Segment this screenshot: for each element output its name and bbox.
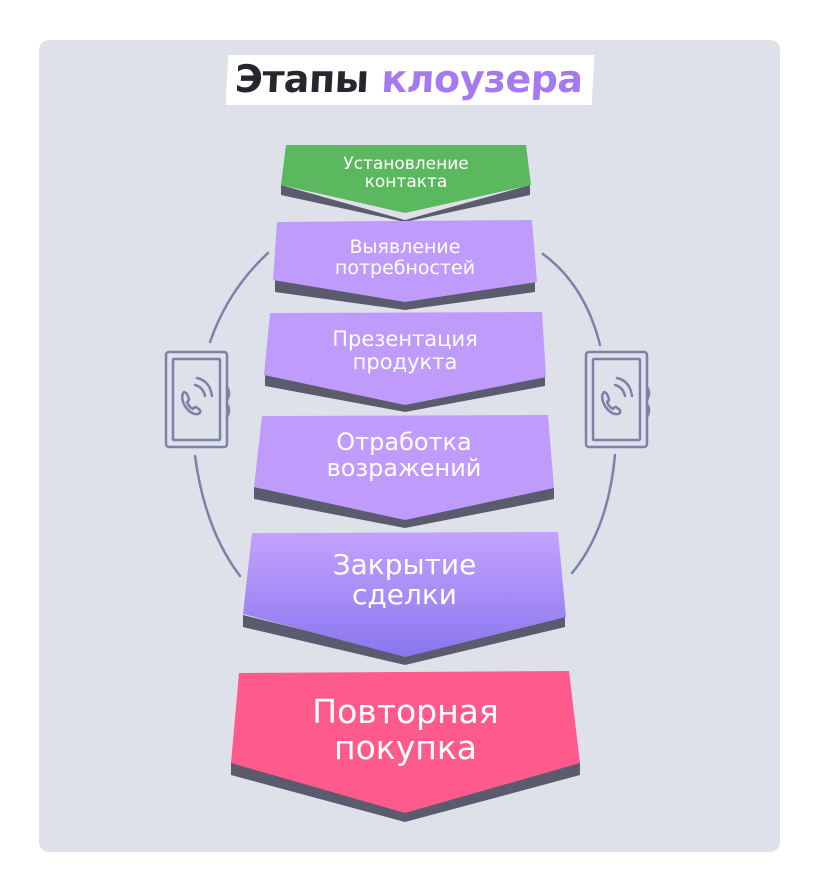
stage-5-line-1: Закрытие: [332, 548, 477, 581]
stage-2-line-2: потребностей: [334, 256, 476, 279]
stage-4-shape: [254, 415, 554, 528]
stage-6-line-2: покупка: [334, 727, 477, 767]
stage-4-line-1: Отработка: [336, 428, 472, 456]
stage-1-shape: [281, 145, 531, 222]
stage-1-label: Установление контакта: [281, 155, 531, 192]
stage-2-shape: [273, 220, 537, 310]
stage-3-label: Презентация продукта: [264, 328, 546, 373]
stage-3-line-2: продукта: [352, 349, 458, 374]
stage-4-label: Отработка возражений: [254, 428, 554, 482]
stage-2-label: Выявление потребностей: [273, 237, 537, 278]
stage-6-shape: [231, 671, 580, 822]
stage-2-line-1: Выявление: [349, 236, 461, 258]
stage-5-label: Закрытие сделки: [243, 548, 566, 612]
stage-5-shape: [243, 532, 566, 665]
stage-4-line-2: возражений: [326, 453, 482, 482]
stage-1-line-2: контакта: [364, 172, 448, 193]
stage-6-line-1: Повторная: [312, 692, 499, 731]
phone-call-icon: [164, 350, 231, 449]
stage-5-line-2: сделки: [352, 578, 457, 612]
stage-3-shape: [264, 312, 546, 412]
cycle-arcs: [193, 251, 617, 578]
stage-1-line-1: Установление: [343, 154, 469, 174]
stage-6-label: Повторная покупка: [231, 694, 580, 765]
phone-call-icon: [584, 350, 651, 449]
stage-3-line-1: Презентация: [332, 327, 478, 351]
